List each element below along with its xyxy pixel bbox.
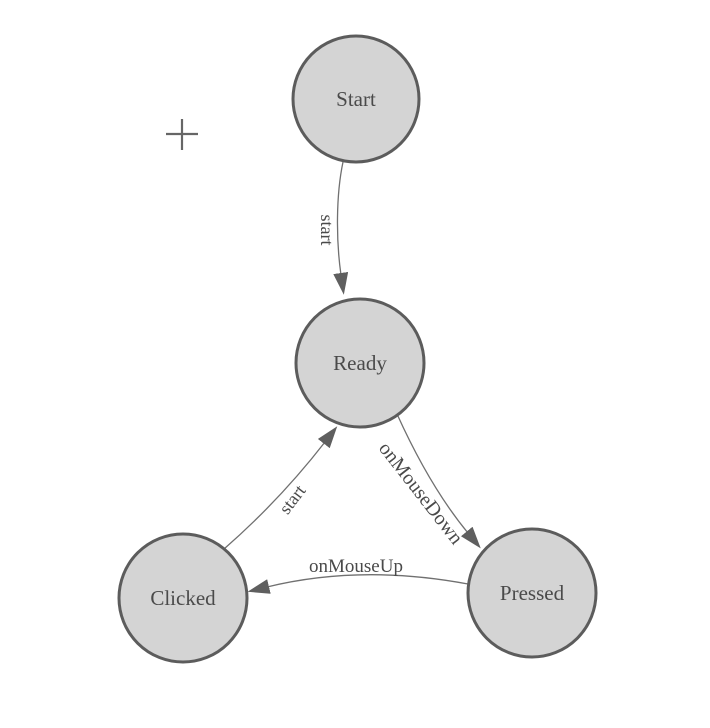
node-pressed-circle [466, 527, 598, 659]
node-start[interactable]: Start [291, 34, 421, 164]
edge-label-pressed-to-clicked: onMouseUp [309, 556, 403, 577]
edge-label-clicked-to-ready: start [275, 481, 310, 518]
node-pressed[interactable]: Pressed [466, 527, 598, 659]
node-clicked[interactable]: Clicked [117, 532, 249, 664]
edge-ready-to-pressed [396, 413, 481, 549]
node-start-circle [291, 34, 421, 164]
edge-label-ready-to-pressed: onMouseDown [374, 438, 467, 549]
crosshair-cursor-icon [166, 119, 198, 150]
node-clicked-circle [117, 532, 249, 664]
edges-layer [223, 161, 481, 594]
node-ready-circle [294, 297, 426, 429]
node-ready[interactable]: Ready [294, 297, 426, 429]
edge-label-start-to-ready: start [317, 215, 337, 246]
edge-start-to-ready [333, 161, 349, 295]
edge-pressed-to-clicked [247, 574, 469, 594]
edge-clicked-to-ready [223, 426, 338, 550]
